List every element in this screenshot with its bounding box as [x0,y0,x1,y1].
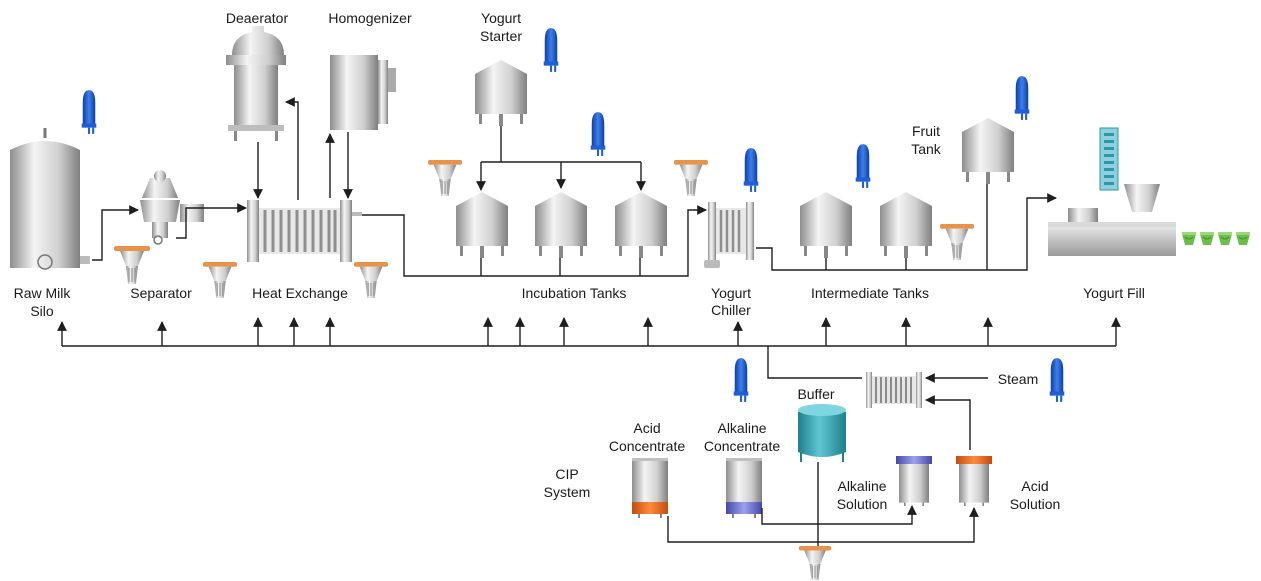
incubation-pump-icon [428,160,462,196]
fruit-sensor-icon [1014,76,1030,120]
yogurt-starter-tank [475,60,527,126]
buffer-tank [798,404,846,462]
acid-concentrate-label: Concentrate [609,438,685,454]
intermediate-tank-1 [800,192,852,258]
alkaline-concentrate-tank [726,458,762,518]
steam-sensor-icon [1049,358,1065,402]
alkaline-solution-label: Alkaline [837,478,886,494]
raw-milk-silo-label: Silo [30,303,54,319]
deaerator-unit [226,26,286,141]
process-flow-lines [57,97,1121,546]
cip-system-label: System [544,484,591,500]
yogurt-cup-icon [1236,232,1250,246]
separator-feed-pump-icon [114,246,150,284]
cip-heat-exchanger [865,371,923,409]
alkaline-solution-tank [896,456,932,506]
raw-milk-silo [10,128,90,270]
heat-exchange-unit [247,200,362,262]
intermediate-sensor-icon [855,144,871,188]
alkaline-concentrate-label: Concentrate [704,438,780,454]
incubation-tank-1 [456,192,508,258]
separator-label: Separator [130,285,192,301]
deaerator-label: Deaerator [226,10,289,26]
yogurt-cup-icon [1182,232,1196,246]
acid-solution-label: Acid [1021,478,1048,494]
incubation-tank-2 [535,192,587,258]
yogurt-chiller-label: Yogurt [711,285,751,301]
cip-pump-icon [798,546,832,580]
alkaline-solution-label: Solution [837,496,888,512]
yogurt-starter-label: Starter [480,28,522,44]
yogurt-fill-label: Yogurt Fill [1083,285,1145,301]
acid-concentrate-tank [632,458,668,518]
chiller-pump-icon [674,160,708,196]
chiller-sensor-icon [743,148,759,192]
acid-concentrate-label: Acid [633,420,660,436]
intermediate-pump-icon [940,224,974,260]
steam-label: Steam [998,371,1038,387]
fruit-tank [962,118,1014,184]
raw-milk-silo-label: Raw Milk [14,285,72,301]
yogurt-chiller-unit [704,202,754,268]
acid-solution-label: Solution [1010,496,1061,512]
intermediate-tank-2 [880,192,932,258]
cip-sensor-icon [733,358,749,402]
separator-unit [140,170,204,245]
homogenizer-unit [330,55,396,130]
alkaline-concentrate-label: Alkaline [717,420,766,436]
heat-exchange-pump-icon [354,262,388,298]
heat-exchange-label: Heat Exchange [252,285,348,301]
fruit-tank-label: Fruit [912,123,940,139]
intermediate-tanks-label: Intermediate Tanks [811,285,929,301]
yogurt-cup-icon [1200,232,1214,246]
starter-sensor-icon [543,28,559,72]
separator-outlet-pump-icon [202,262,238,298]
fruit-tank-label: Tank [911,141,942,157]
incubation-sensor-icon [590,112,606,156]
incubation-tank-3 [615,192,667,258]
homogenizer-label: Homogenizer [328,10,412,26]
silo-sensor-icon [81,90,97,134]
yogurt-chiller-label: Chiller [711,302,751,318]
incubation-tanks-label: Incubation Tanks [522,285,627,301]
cip-system-label: CIP [555,466,578,482]
yogurt-starter-label: Yogurt [481,10,521,26]
acid-solution-tank [956,456,992,506]
yogurt-fill-machine [1048,127,1176,256]
buffer-label: Buffer [797,386,834,402]
yogurt-cup-icon [1218,232,1232,246]
